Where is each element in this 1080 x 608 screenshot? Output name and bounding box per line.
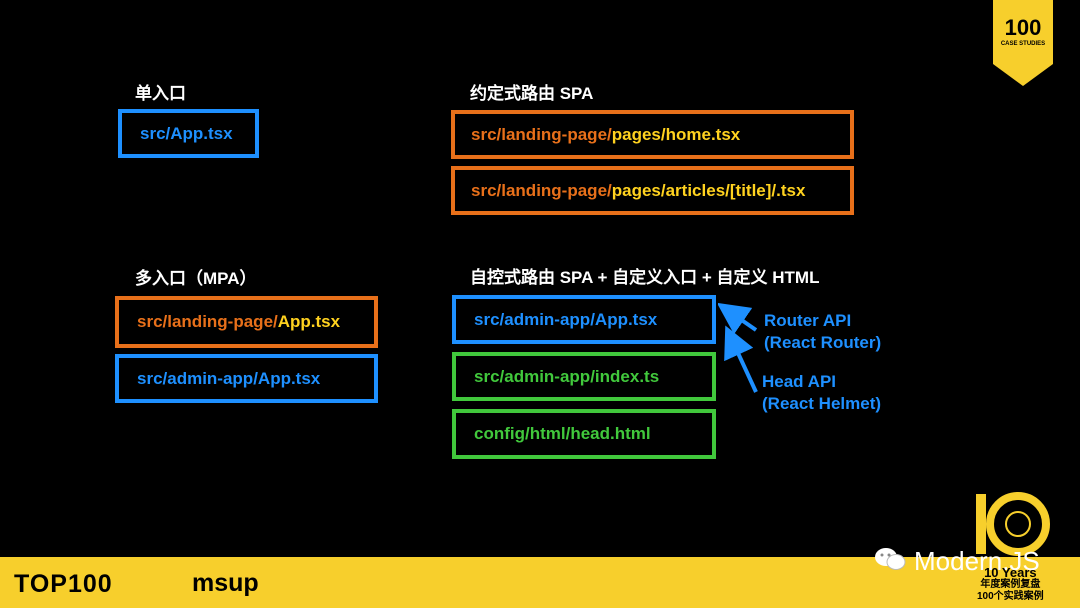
router-note-line-1: Router API xyxy=(764,311,852,330)
msup-logo: msup xyxy=(192,569,259,597)
ten-years-logo-icon xyxy=(976,492,1050,556)
arrows-icon xyxy=(718,302,758,393)
custom-spa-box-2: src/admin-app/index.ts xyxy=(452,352,716,401)
custom-spa-box-3: config/html/head.html xyxy=(452,409,716,459)
custom-spa-heading: 自控式路由 SPA + 自定义入口 + 自定义 HTML xyxy=(470,268,820,287)
router-note: Router API (React Router) xyxy=(764,310,881,354)
multi-entry-heading: 多入口（MPA） xyxy=(135,269,257,288)
router-arrow-icon xyxy=(718,302,758,335)
badge-subtitle: CASE STUDIES xyxy=(1001,41,1045,47)
head-note: Head API (React Helmet) xyxy=(762,371,881,415)
router-note-line-2: (React Router) xyxy=(764,333,882,352)
footer-bar: TOP100 msup Modern.JS 10 Years 年度案例复盘 10… xyxy=(0,546,1080,608)
path-prefix: src/landing-page/ xyxy=(137,312,278,331)
head-note-line-2: (React Helmet) xyxy=(762,394,882,413)
head-arrow-icon xyxy=(724,325,758,393)
anniversary-text: 10 Years 年度案例复盘 100个实践案例 xyxy=(977,565,1044,603)
multi-entry-box-2: src/admin-app/App.tsx xyxy=(115,354,378,403)
path-suffix: pages/home.tsx xyxy=(611,124,741,144)
head-note-line-1: Head API xyxy=(762,372,837,391)
convention-spa-box-2: src/landing-page/pages/articles/[title]/… xyxy=(451,166,854,215)
wechat-icon xyxy=(875,548,906,570)
custom-spa-box-1: src/admin-app/App.tsx xyxy=(452,295,716,344)
modernjs-watermark: Modern.JS xyxy=(914,546,1040,576)
single-entry-heading: 单入口 xyxy=(135,84,186,103)
anniversary-line-1: 10 Years xyxy=(984,565,1037,580)
case-studies-badge: 100 CASE STUDIES xyxy=(993,0,1053,86)
anniversary-line-2: 年度案例复盘 xyxy=(980,579,1041,590)
convention-spa-heading: 约定式路由 SPA xyxy=(470,84,594,103)
multi-entry-box-1: src/landing-page/App.tsx xyxy=(115,296,378,348)
path-prefix: src/landing-page/ xyxy=(471,124,612,144)
convention-spa-box-1: src/landing-page/pages/home.tsx xyxy=(451,110,854,159)
path-suffix: App.tsx xyxy=(277,312,341,331)
top100-logo: TOP100 xyxy=(14,570,113,598)
single-entry-box: src/App.tsx xyxy=(118,109,259,158)
path-prefix: src/landing-page/ xyxy=(471,180,612,200)
path-suffix: pages/articles/[title]/.tsx xyxy=(611,180,806,200)
anniversary-line-3: 100个实践案例 xyxy=(977,591,1044,602)
badge-number: 100 xyxy=(1005,15,1042,40)
